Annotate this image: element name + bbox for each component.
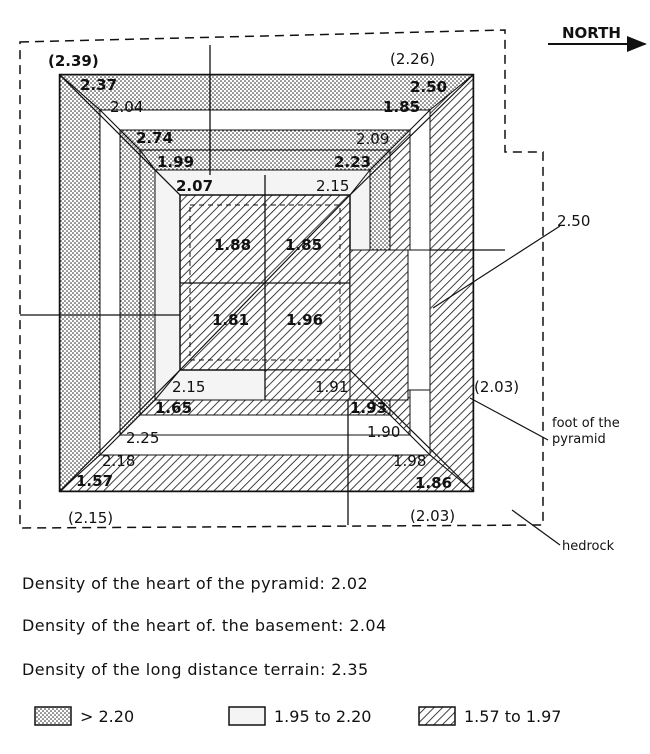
outer-dashed-frame [19,29,544,529]
value-193: 1.93 [350,399,387,417]
value-196: 1.96 [286,311,323,329]
legend-plain-swatch [228,706,266,726]
north-arrow: NORTH [548,24,647,52]
value-190: 1.90 [367,423,400,441]
pyramid-density-diagram: NORTH (2.39) (2.26) (2.03) (2.15) (2.03)… [19,24,647,554]
legend-dense: > 2.20 [34,705,134,727]
north-label: NORTH [562,24,621,42]
value-185-center: 1.85 [285,236,322,254]
value-215-in: 2.15 [316,177,349,195]
note-long-distance: Density of the long distance terrain: 2.… [22,660,369,679]
corner-right: (2.03) [474,378,519,396]
value-250-side: 2.50 [557,212,590,230]
value-204: 2.04 [110,98,143,116]
legend-light: 1.57 to 1.97 [418,705,561,727]
value-207: 2.07 [176,177,213,195]
value-237: 2.37 [80,76,117,94]
value-188: 1.88 [214,236,251,254]
value-185-top: 1.85 [383,98,420,116]
note-heart-pyramid: Density of the heart of the pyramid: 2.0… [22,574,369,593]
third-ring [138,148,392,417]
value-250-tr: 2.50 [410,78,447,96]
corner-bottom-left: (2.15) [68,509,113,527]
zone-values: 2.37 2.50 2.04 1.85 2.74 2.09 1.99 2.23 … [76,76,452,492]
foot-label-text: foot of the [552,416,620,431]
second-ring [118,128,412,437]
bedrock-label: hedrock [562,539,615,554]
corner-bottom-right: (2.03) [410,507,455,525]
section-lines [20,45,505,525]
value-225: 2.25 [126,429,159,447]
value-157: 1.57 [76,472,113,490]
lower-right-block [264,249,431,401]
diagonals [59,74,474,492]
legend-dense-label: > 2.20 [80,706,135,726]
value-198: 1.98 [393,452,426,470]
legend-hatch-swatch [418,706,456,726]
corner-top-right: (2.26) [390,50,435,68]
value-215-bl: 2.15 [172,378,205,396]
value-218: 2.18 [102,452,135,470]
foot-label: foot of the pyramid [552,416,624,447]
legend-medium-label: 1.95 to 2.20 [274,706,372,726]
value-223: 2.23 [334,153,371,171]
value-199: 1.99 [157,153,194,171]
legend-light-label: 1.57 to 1.97 [464,706,562,726]
corner-top-left: (2.39) [48,52,99,70]
foot-label-text-line2: pyramid [552,432,606,447]
callout-leaders [432,225,561,546]
value-274: 2.74 [136,129,173,147]
value-181: 1.81 [212,311,249,329]
legend-medium: 1.95 to 2.20 [228,705,371,727]
legend-dots-swatch [34,706,72,726]
note-heart-basement: Density of the heart of. the basement: 2… [22,616,387,635]
value-191: 1.91 [315,378,348,396]
value-186: 1.86 [415,474,452,492]
value-209: 2.09 [356,130,389,148]
value-165: 1.65 [155,399,192,417]
